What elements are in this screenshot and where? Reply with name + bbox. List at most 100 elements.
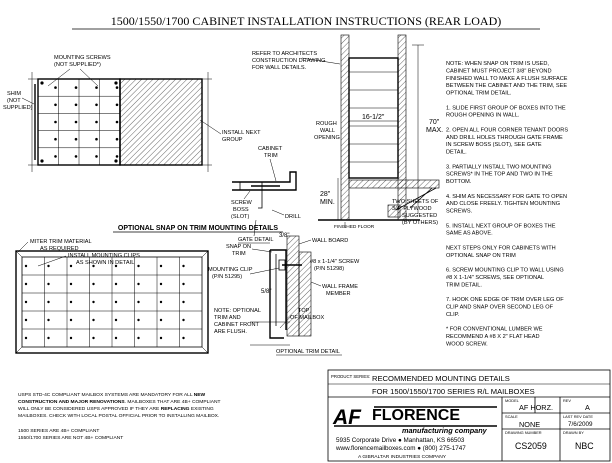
note-line: 7. HOOK ONE EDGE OF TRIM OVER LEG OF	[446, 297, 564, 303]
door-lock-icon	[92, 336, 95, 340]
cabinet-elevation	[348, 57, 399, 179]
door-lock-icon	[137, 318, 140, 322]
wall-board-label: WALL BOARD	[312, 238, 348, 244]
height-dimension: 70"	[429, 119, 440, 126]
company-address: 5935 Corporate Drive ● Manhattan, KS 665…	[336, 437, 465, 444]
door-lock-icon	[69, 264, 73, 268]
door-lock-icon	[95, 137, 98, 141]
model-value: AF HORZ.	[519, 403, 553, 412]
door-lock-icon	[69, 300, 73, 304]
door-lock-icon	[47, 300, 50, 304]
wall-board	[286, 235, 300, 337]
optional-note-1: NOTE: OPTIONAL	[214, 308, 261, 314]
compliance-line1: USPS STD-4C COMPLIANT MAILBOX SYSTEMS AR…	[18, 392, 194, 398]
optional-note-4: ARE FLUSH.	[214, 329, 247, 335]
title-block	[327, 369, 611, 462]
scale-label: SCALE	[505, 414, 518, 419]
rev-label: REV	[563, 398, 571, 403]
door-lock-icon	[92, 300, 95, 304]
door-lock-icon	[47, 336, 50, 340]
door-lock-icon	[74, 86, 78, 89]
note-line: AND CLOSE FREELY. TIGHTEN MOUNTING	[446, 201, 560, 207]
note-line: 1. SLIDE FIRST GROUP OF BOXES INTO THE	[446, 105, 566, 111]
note-line: RECOMMEND A #8 X 2" FLAT HEAD	[446, 334, 539, 340]
trim-frame-outer	[15, 250, 209, 354]
door-lock-icon	[92, 282, 95, 286]
note-line: FINISHED WALL TO MAKE A FLUSH SURFACE	[446, 76, 568, 82]
door-lock-icon	[182, 300, 185, 304]
note-line: WOOD SCREW.	[446, 341, 488, 347]
door-lock-icon	[159, 264, 163, 268]
rev-value: A	[585, 403, 590, 412]
miter-trim-label: MITER TRIM MATERIAL	[30, 239, 92, 245]
rough-wall-label-2: WALL	[320, 128, 335, 134]
optional-trim-section	[250, 235, 312, 346]
wall-frame-label: WALL FRAME	[322, 284, 358, 290]
door-lock-icon	[115, 120, 119, 124]
svg-text:USPS STD-4C COMPLIANT MAILBOX: USPS STD-4C COMPLIANT MAILBOX SYSTEMS AR…	[18, 392, 206, 398]
width-dimension: 16-1/2"	[362, 114, 385, 121]
compliance-line4: MAILBOXES. CHECK WITH LOCAL POSTAL OFFIC…	[18, 413, 219, 419]
optional-note-3: CABINET FRONT	[214, 322, 260, 328]
door-lock-icon	[114, 318, 118, 322]
door-lock-icon	[47, 264, 50, 268]
mounting-screw-icon	[114, 159, 118, 163]
architect-note-2: CONSTRUCTION DRAWING	[252, 58, 325, 64]
gate-detail-diagram	[232, 171, 297, 209]
note-line: ROUGH OPENING IN WALL.	[446, 113, 520, 119]
front-view-diagram	[28, 72, 212, 172]
install-next-group-label: INSTALL NEXT	[222, 130, 261, 136]
note-line: OPTIONAL TRIM DETAIL.	[446, 91, 512, 97]
architect-note-3: FOR WALL DETAILS.	[252, 65, 307, 71]
screw-boss-label-3: (SLOT)	[231, 214, 249, 220]
note-line: BETWEEN THE CABINET AND THE TRIM, SEE	[446, 83, 567, 89]
logo-manufacturing: manufacturing company	[402, 426, 488, 435]
plywood-note-3: SUGGESTED	[402, 213, 437, 219]
door-lock-icon	[54, 155, 57, 158]
mounting-clip-part-number: (P/N 51295)	[212, 274, 242, 280]
mounting-screws-note: (NOT SUPPLIED*)	[54, 62, 101, 68]
mounting-screw-icon	[40, 159, 44, 163]
door-lock-icon	[74, 103, 78, 107]
optional-front-view	[15, 250, 209, 354]
shim-note-2: SUPPLIED)	[3, 105, 33, 111]
door-lock-icon	[114, 282, 118, 286]
svg-text:WILL ONLY BE CONSIDERED USPS A: WILL ONLY BE CONSIDERED USPS APPROVED IF…	[18, 406, 214, 412]
plywood-note-4: (BY OTHERS)	[402, 220, 438, 226]
compliance-new: NEW	[194, 392, 206, 398]
optional-note-2: TRIM AND	[214, 315, 241, 321]
door-lock-icon	[69, 336, 73, 340]
note-line: TRIM DETAIL.	[446, 282, 482, 288]
door-lock-icon	[137, 300, 140, 304]
door-lock-icon	[95, 155, 98, 158]
optional-trim-heading: OPTIONAL SNAP ON TRIM MOUNTING DETAILS	[118, 225, 279, 232]
door-lock-icon	[115, 155, 119, 158]
series-compliant: 1500 SERIES ARE 4B+ COMPLIANT	[18, 428, 99, 434]
mounting-clips-label-2: AS SHOWN IN DETAIL	[76, 260, 134, 266]
door-lock-icon	[69, 318, 73, 322]
five-eighths-dimension: 5/8"	[261, 289, 271, 295]
note-line: 2. OPEN ALL FOUR CORNER TENANT DOORS	[446, 127, 568, 133]
note-line: AND DRILL HOLES THROUGH GATE FRAME	[446, 135, 563, 141]
door-lock-icon	[92, 318, 95, 322]
note-line: DETAIL.	[446, 150, 467, 156]
miter-trim-label-2: AS REQUIRED	[40, 246, 79, 252]
last-rev-value: 7/6/2009	[568, 421, 593, 428]
door-lock-icon	[74, 155, 78, 158]
wall-frame-label-2: MEMBER	[326, 291, 351, 297]
shim-label: SHIM	[7, 91, 21, 97]
door-lock-icon	[137, 282, 140, 286]
note-line: IN SCREW BOSS (SLOT), SEE GATE	[446, 142, 542, 148]
company-web-phone: www.florencemailboxes.com ● (800) 275-17…	[335, 445, 466, 452]
product-series-label: PRODUCT SERIES:	[331, 374, 370, 379]
door-lock-icon	[54, 137, 57, 141]
snap-on-trim-label: SNAP ON	[226, 244, 251, 250]
wall-frame-member	[298, 251, 312, 337]
florence-logo: AF FLORENCE manufacturing company	[332, 406, 497, 435]
plywood-note-2: 3/4" PLYWOOD	[392, 206, 432, 212]
cabinet-trim-label: CABINET	[258, 146, 283, 152]
note-line: * FOR CONVENTIONAL LUMBER WE	[446, 327, 543, 333]
three-eighths-dimension: 3/8"	[279, 233, 289, 239]
screw-part-number: (P/N 51298)	[314, 266, 344, 272]
